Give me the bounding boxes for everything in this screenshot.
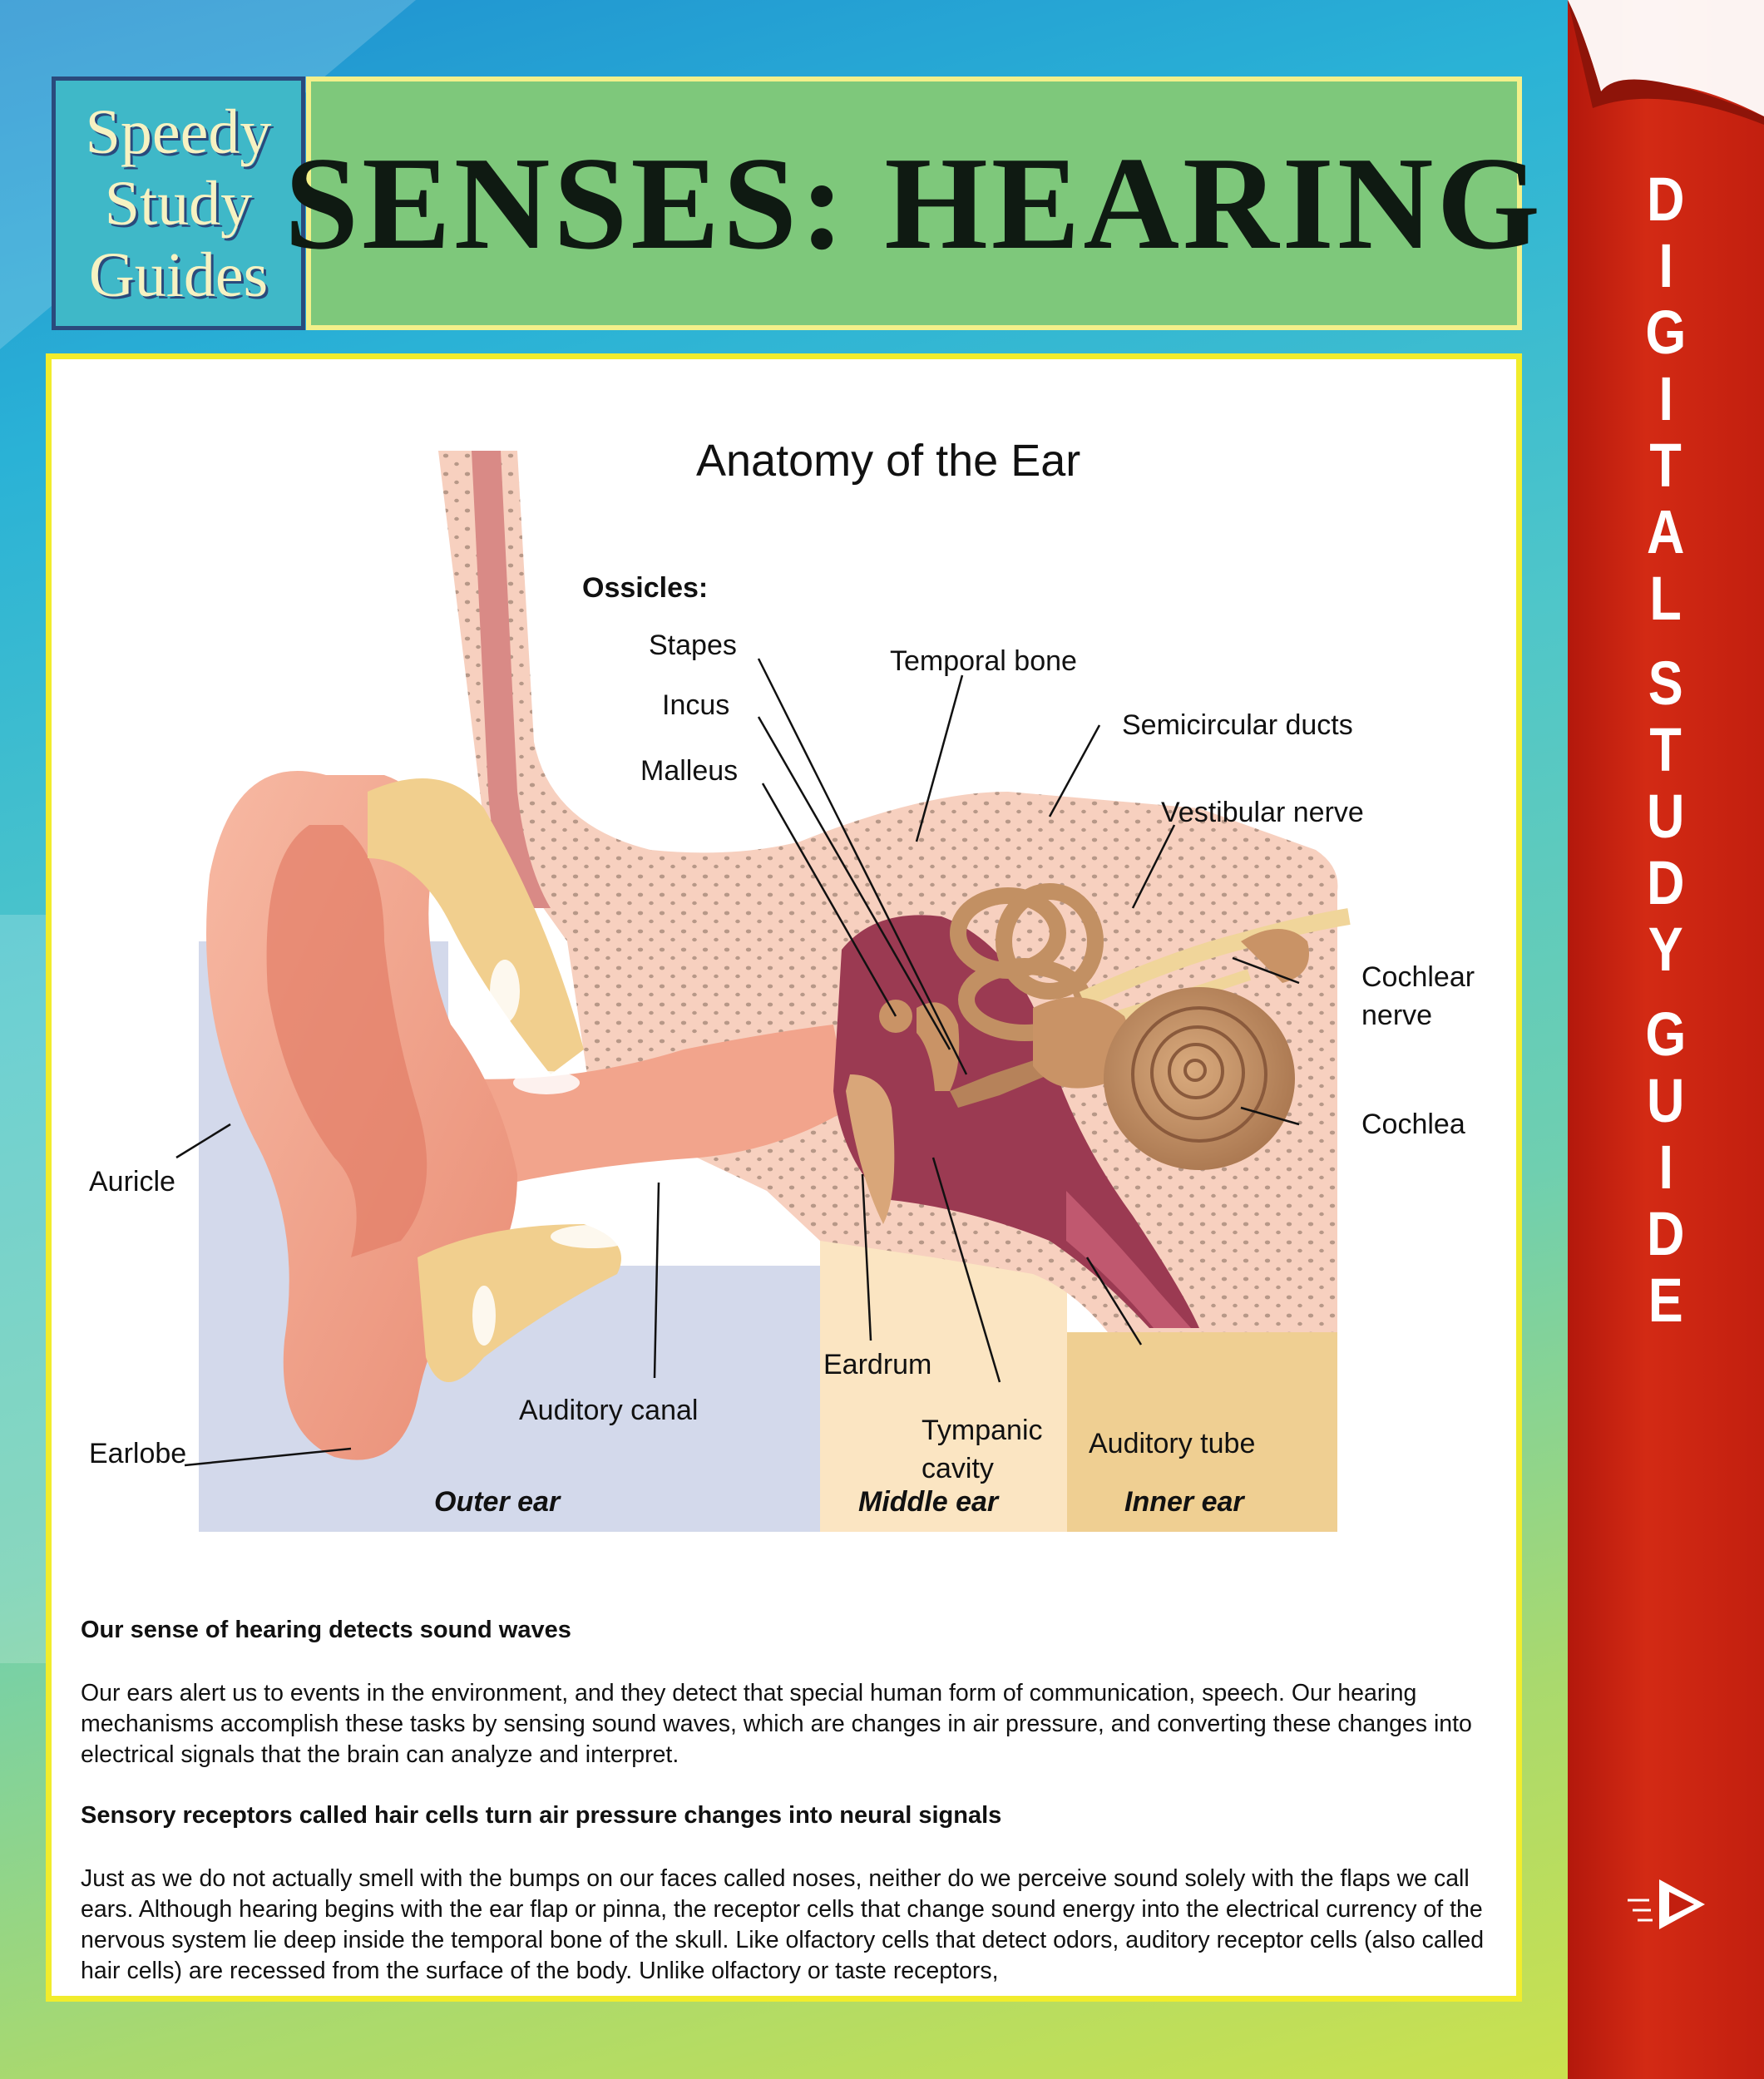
ribbon-letter: T	[1649, 715, 1682, 784]
brand-logo: Speedy Study Guides	[52, 77, 305, 330]
label-cochlea: Cochlea	[1361, 1109, 1465, 1140]
label-auditory-tube: Auditory tube	[1089, 1428, 1255, 1459]
label-eardrum: Eardrum	[823, 1349, 931, 1380]
auditory-canal-shape	[409, 1025, 850, 1199]
page-title: SENSES: HEARING	[284, 129, 1544, 277]
ribbon-letter: A	[1647, 497, 1685, 566]
zone-label-middle: Middle ear	[858, 1486, 1000, 1518]
incus-shape	[917, 1002, 960, 1091]
label-tympanic-cavity-1: Tympanic	[922, 1415, 1043, 1446]
section-heading-1: Our sense of hearing detects sound waves	[81, 1617, 571, 1643]
section-heading-2: Sensory receptors called hair cells turn…	[81, 1802, 1002, 1829]
paragraph-1: Our ears alert us to events in the envir…	[81, 1680, 1472, 1768]
leader-lines	[175, 658, 1300, 1467]
label-auditory-canal: Auditory canal	[519, 1395, 698, 1426]
ribbon-letter: G	[1645, 298, 1687, 367]
cartilage-highlight	[472, 1286, 496, 1346]
label-earlobe: Earlobe	[89, 1438, 186, 1469]
label-cochlear-nerve-1: Cochlear	[1361, 961, 1475, 993]
ribbon-letter: L	[1649, 564, 1682, 633]
article-body: Our sense of hearing detects sound waves…	[81, 1615, 1495, 2017]
ribbon-letter: D	[1647, 848, 1685, 917]
label-auricle: Auricle	[89, 1166, 175, 1198]
brand-line-3: Guides	[88, 240, 269, 310]
brand-line-1: Speedy	[85, 96, 272, 167]
auditory-tube-shape	[1066, 1191, 1191, 1328]
label-temporal-bone: Temporal bone	[890, 645, 1077, 677]
inner-ear-zone	[1067, 1332, 1337, 1532]
stapes-shape	[950, 1058, 1050, 1108]
ribbon-letter: D	[1647, 1199, 1685, 1268]
ribbon-letter: D	[1647, 165, 1685, 234]
cochlea-spiral	[1131, 1006, 1267, 1143]
eardrum-shape	[846, 1074, 895, 1224]
label-cochlear-nerve-2: nerve	[1361, 1000, 1432, 1031]
cartilage-lower	[418, 1224, 621, 1382]
ribbon-letter: G	[1645, 1000, 1687, 1069]
ribbon-letter: I	[1658, 231, 1673, 300]
bone-channel	[472, 451, 551, 908]
zone-label-inner: Inner ear	[1124, 1486, 1245, 1518]
title-banner: SENSES: HEARING	[284, 77, 1540, 330]
middle-ear-zone	[820, 1241, 1067, 1532]
content-panel: Anatomy of the Ear Ossicles: Stapes Incu…	[46, 353, 1522, 2002]
nerve-bundle	[1079, 908, 1351, 1008]
cartilage	[368, 778, 584, 1074]
auricle-inner	[266, 825, 427, 1257]
background-facet	[0, 915, 50, 1663]
zone-label-outer: Outer ear	[434, 1486, 561, 1518]
ribbon-letter: E	[1648, 1266, 1683, 1335]
page-curl	[1568, 0, 1764, 125]
label-incus: Incus	[662, 689, 729, 721]
semicircular-ducts-shape	[950, 883, 1104, 1041]
cartilage-highlight	[551, 1225, 634, 1248]
label-stapes: Stapes	[649, 630, 737, 661]
cartilage-highlight	[490, 960, 520, 1023]
brand-line-2: Study	[104, 168, 253, 239]
ribbon-letter: U	[1647, 782, 1685, 851]
nerve-ganglion	[1241, 929, 1309, 983]
side-ribbon	[1568, 0, 1764, 2079]
label-malleus: Malleus	[640, 755, 738, 787]
label-vestibular-nerve: Vestibular nerve	[1161, 797, 1364, 828]
label-semicircular-ducts: Semicircular ducts	[1122, 709, 1353, 741]
cartilage-highlight	[513, 1071, 580, 1094]
ribbon-letter: S	[1648, 649, 1683, 718]
diagram-title: Anatomy of the Ear	[696, 436, 1080, 486]
ribbon-letter: I	[1658, 1133, 1673, 1202]
ossicles-heading: Ossicles:	[582, 572, 708, 604]
ribbon-letter: U	[1647, 1066, 1685, 1135]
book-logo-icon	[1628, 1879, 1705, 1929]
ribbon-letter: I	[1658, 364, 1673, 433]
ribbon-letter: T	[1649, 431, 1682, 500]
label-tympanic-cavity-2: cavity	[922, 1453, 994, 1484]
paragraph-2: Just as we do not actually smell with th…	[81, 1865, 1485, 1984]
ribbon-letter: Y	[1648, 915, 1683, 984]
ear-anatomy-diagram: Anatomy of the Ear Ossicles: Stapes Incu…	[89, 436, 1475, 1532]
